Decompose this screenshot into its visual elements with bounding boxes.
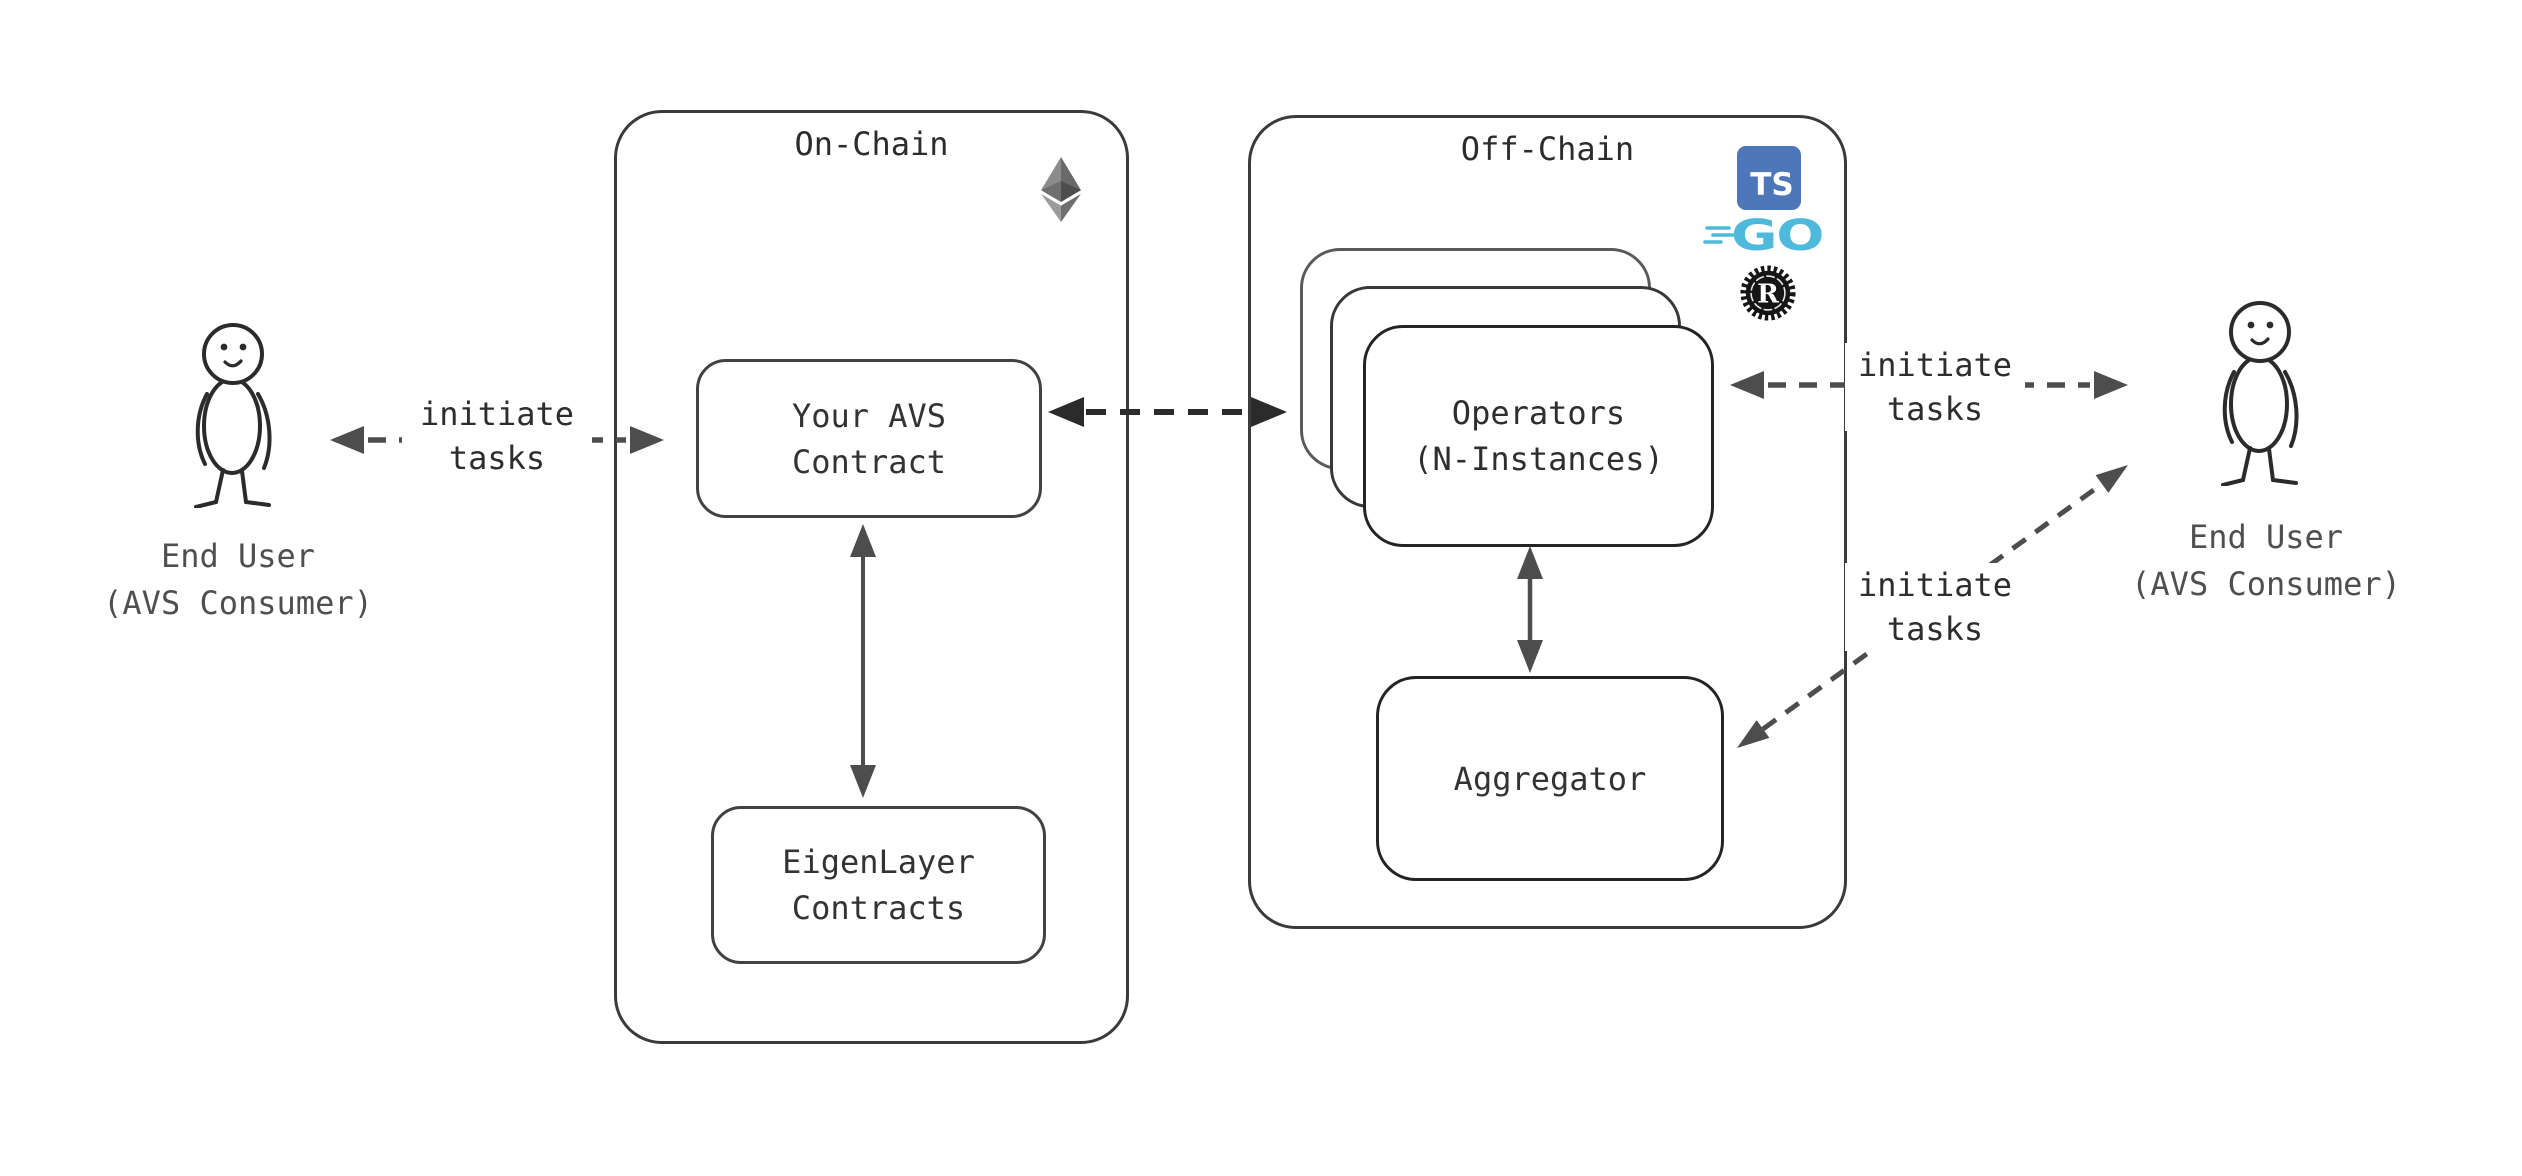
end-user-right-line2: (AVS Consumer) <box>2131 565 2401 603</box>
end-user-left-line1: End User <box>160 537 316 575</box>
initiate-tasks-diagonal-line2: tasks <box>1886 610 1984 648</box>
typescript-icon-label: TS <box>1750 167 1794 203</box>
off-chain-container: Off-Chain TS GO R Operators (N-I <box>1248 115 1847 929</box>
avs-contract-label-line1: Your AVS <box>791 396 947 435</box>
aggregator-node: Aggregator <box>1376 676 1724 881</box>
initiate-tasks-diagonal-line1: initiate <box>1857 566 2013 604</box>
go-icon-label: GO <box>1731 211 1825 261</box>
ethereum-icon <box>1041 157 1081 222</box>
end-user-label-left: End User (AVS Consumer) <box>88 533 388 627</box>
eigenlayer-contracts-node: EigenLayer Contracts <box>711 806 1046 964</box>
end-user-right-line1: End User <box>2188 518 2344 556</box>
end-user-left-line2: (AVS Consumer) <box>103 584 373 622</box>
on-chain-container: On-Chain Your AVS Contract EigenLayer Co… <box>614 110 1129 1044</box>
initiate-tasks-left-line1: initiate <box>419 395 575 433</box>
operators-node: Operators (N-Instances) <box>1363 325 1714 547</box>
initiate-tasks-left-line2: tasks <box>448 439 546 477</box>
typescript-icon: TS <box>1737 146 1801 210</box>
off-chain-title: Off-Chain <box>1460 130 1635 168</box>
aggregator-label: Aggregator <box>1453 759 1647 798</box>
on-chain-title: On-Chain <box>794 125 949 163</box>
operators-label-line1: Operators <box>1451 394 1626 432</box>
avs-contract-label-line2: Contract <box>791 442 947 481</box>
eigenlayer-label-line2: Contracts <box>791 889 966 927</box>
rust-icon-label: R <box>1757 280 1779 310</box>
initiate-tasks-right-top-line2: tasks <box>1886 390 1984 428</box>
go-icon: GO <box>1703 211 1833 261</box>
operators-label-line2: (N-Instances) <box>1413 440 1664 478</box>
end-user-figure-right <box>2221 301 2299 486</box>
initiate-tasks-label-left: initiate tasks <box>402 392 592 480</box>
initiate-tasks-right-top-line1: initiate <box>1857 346 2013 384</box>
end-user-label-right: End User (AVS Consumer) <box>2116 514 2416 608</box>
initiate-tasks-label-right-top: initiate tasks <box>1845 343 2025 431</box>
go-speed-lines <box>1703 226 1735 244</box>
initiate-tasks-label-diagonal: initiate tasks <box>1845 563 2025 651</box>
rust-icon: R <box>1740 265 1796 321</box>
eigenlayer-label-line1: EigenLayer <box>782 843 975 881</box>
end-user-figure-left <box>194 323 272 508</box>
avs-contract-node: Your AVS Contract <box>696 359 1042 518</box>
